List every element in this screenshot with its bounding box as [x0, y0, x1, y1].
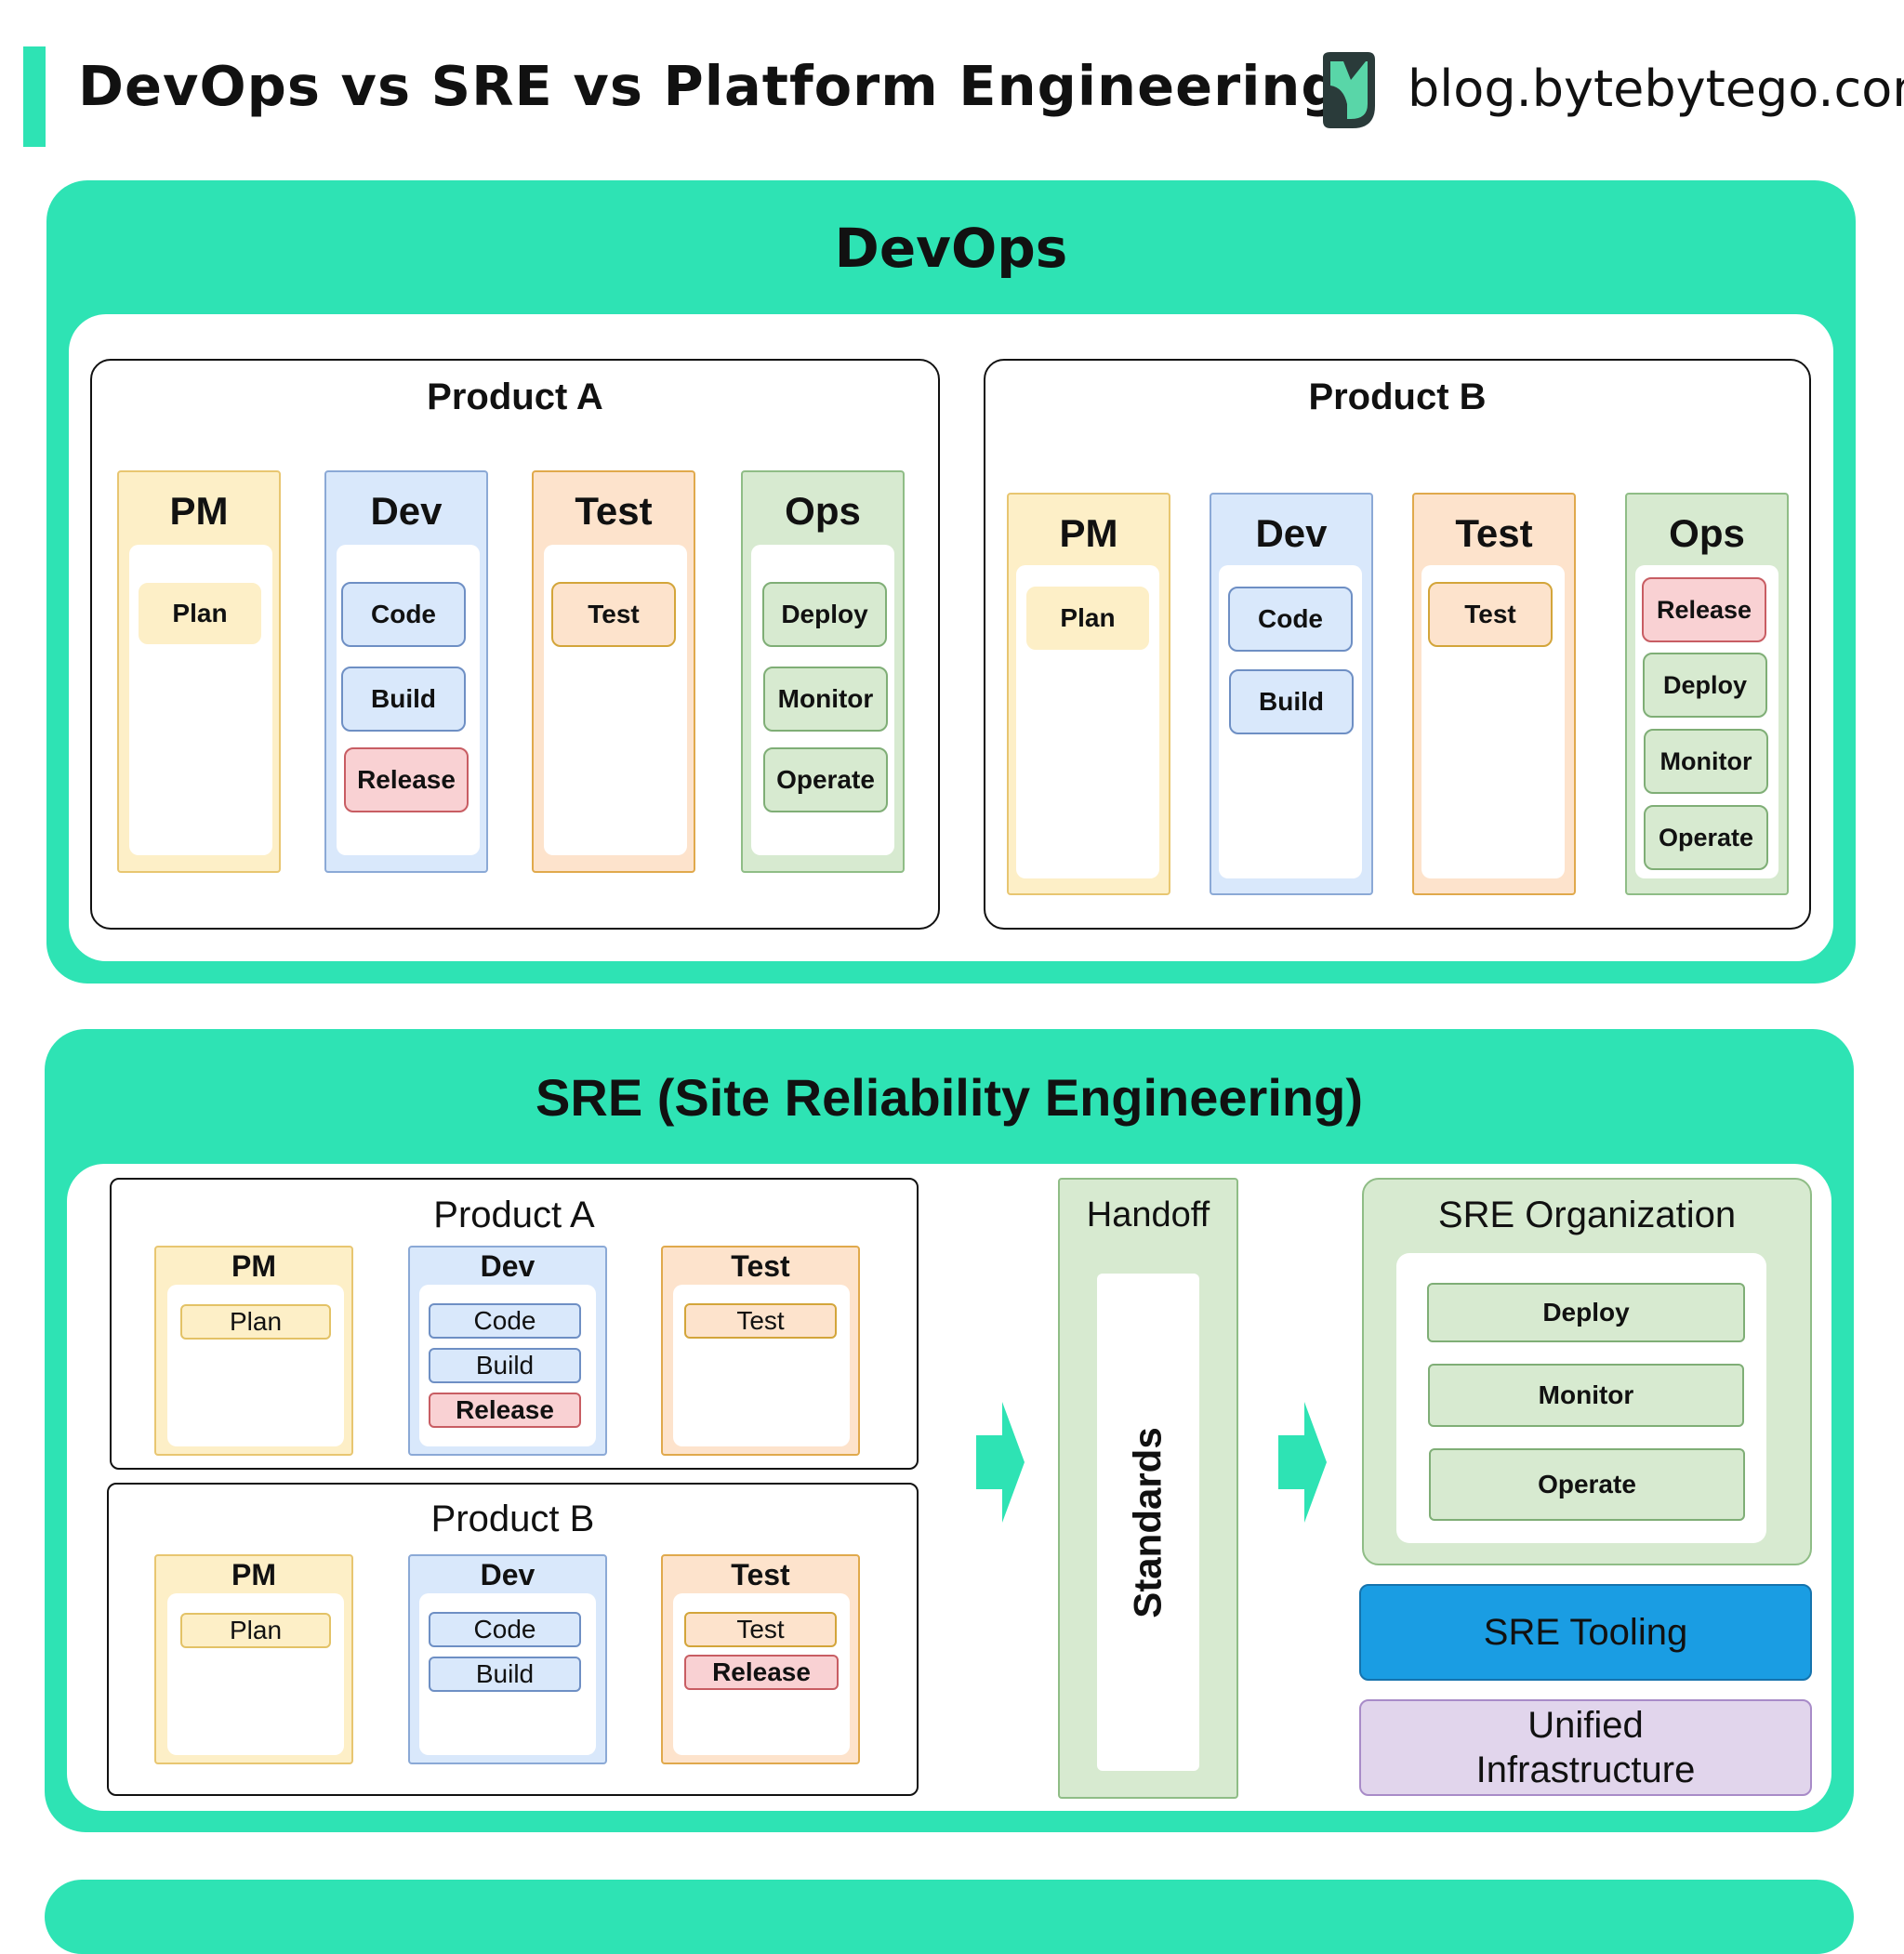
- devops-b-monitor-chip: Monitor: [1644, 729, 1768, 794]
- sre-a-code-chip: Code: [429, 1303, 581, 1339]
- sre-product-b-title: Product B: [430, 1498, 595, 1539]
- sre-a-test-chip: Test: [684, 1303, 837, 1339]
- devops-b-code-chip: Code: [1228, 587, 1353, 652]
- devops-a-test-chip: Test: [551, 582, 676, 647]
- handoff-title: Handoff: [1086, 1195, 1210, 1234]
- platform-engineering-panel: [45, 1880, 1854, 1954]
- devops-b-plan-chip: Plan: [1026, 587, 1149, 650]
- devops-b-operate-chip: Operate: [1644, 805, 1768, 870]
- unified-label-line1: Unified: [1527, 1705, 1644, 1746]
- unified-label-line2: Infrastructure: [1475, 1749, 1696, 1790]
- devops-a-deploy-chip: Deploy: [762, 582, 887, 647]
- sre-title: SRE (Site Reliability Engineering): [536, 1067, 1363, 1127]
- sre-b-code-chip: Code: [429, 1612, 581, 1647]
- devops-a-dev-label: Dev: [370, 489, 443, 533]
- devops-a-release-chip: Release: [344, 747, 469, 812]
- sre-a-dev-label: Dev: [480, 1248, 536, 1283]
- devops-b-test-chip: Test: [1428, 582, 1553, 647]
- devops-a-code-chip: Code: [341, 582, 466, 647]
- sre-a-build-chip: Build: [429, 1348, 581, 1383]
- devops-a-build-chip: Build: [341, 667, 466, 732]
- standards-box: [1097, 1274, 1199, 1771]
- sre-org-operate-chip: Operate: [1429, 1448, 1745, 1521]
- sre-b-dev-label: Dev: [480, 1557, 536, 1591]
- bytebytego-logo-icon: [1323, 52, 1375, 128]
- sre-a-release-chip: Release: [429, 1393, 581, 1428]
- devops-b-deploy-chip: Deploy: [1643, 653, 1767, 718]
- unified-infrastructure-box: Unified Infrastructure: [1359, 1699, 1812, 1796]
- devops-title: DevOps: [834, 217, 1068, 280]
- sre-a-pm-label: PM: [231, 1248, 276, 1283]
- sre-org-title: SRE Organization: [1437, 1194, 1737, 1235]
- sre-b-pm-label: PM: [231, 1557, 276, 1591]
- devops-b-dev-label: Dev: [1255, 511, 1328, 555]
- devops-a-ops-label: Ops: [785, 489, 861, 533]
- sre-b-build-chip: Build: [429, 1657, 581, 1692]
- sre-b-test-chip: Test: [684, 1612, 837, 1647]
- title-accent-bar: [23, 46, 46, 147]
- sre-org-deploy-chip: Deploy: [1427, 1283, 1745, 1342]
- devops-a-test-label: Test: [575, 489, 653, 533]
- standards-label-wrap: Standards: [1097, 1274, 1199, 1771]
- sre-a-plan-chip: Plan: [180, 1304, 331, 1340]
- devops-product-a-title: Product A: [427, 376, 603, 417]
- standards-arrow-icon: [1278, 1402, 1327, 1523]
- sre-product-a-title: Product A: [433, 1194, 595, 1235]
- devops-a-pm-label: PM: [169, 489, 229, 533]
- page-title: DevOps vs SRE vs Platform Engineering: [78, 54, 1342, 118]
- sre-b-plan-chip: Plan: [180, 1613, 331, 1648]
- sre-org-monitor-chip: Monitor: [1428, 1364, 1744, 1427]
- devops-b-pm-label: PM: [1059, 511, 1118, 555]
- devops-product-b-title: Product B: [1308, 376, 1487, 417]
- sre-a-test-label: Test: [731, 1248, 790, 1283]
- devops-b-release-chip: Release: [1642, 577, 1766, 642]
- handoff-arrow-icon: [976, 1402, 1025, 1523]
- sre-b-release-chip: Release: [684, 1655, 839, 1690]
- devops-a-plan-chip: Plan: [139, 583, 261, 644]
- standards-label: Standards: [1126, 1426, 1170, 1618]
- sre-tooling-box: SRE Tooling: [1359, 1584, 1812, 1681]
- devops-a-monitor-chip: Monitor: [763, 667, 888, 732]
- devops-b-ops-label: Ops: [1669, 511, 1745, 555]
- devops-b-build-chip: Build: [1229, 669, 1354, 734]
- sre-b-test-label: Test: [731, 1557, 790, 1591]
- devops-a-operate-chip: Operate: [763, 747, 888, 812]
- site-url: blog.bytebytego.com: [1408, 59, 1904, 118]
- devops-b-test-label: Test: [1455, 511, 1533, 555]
